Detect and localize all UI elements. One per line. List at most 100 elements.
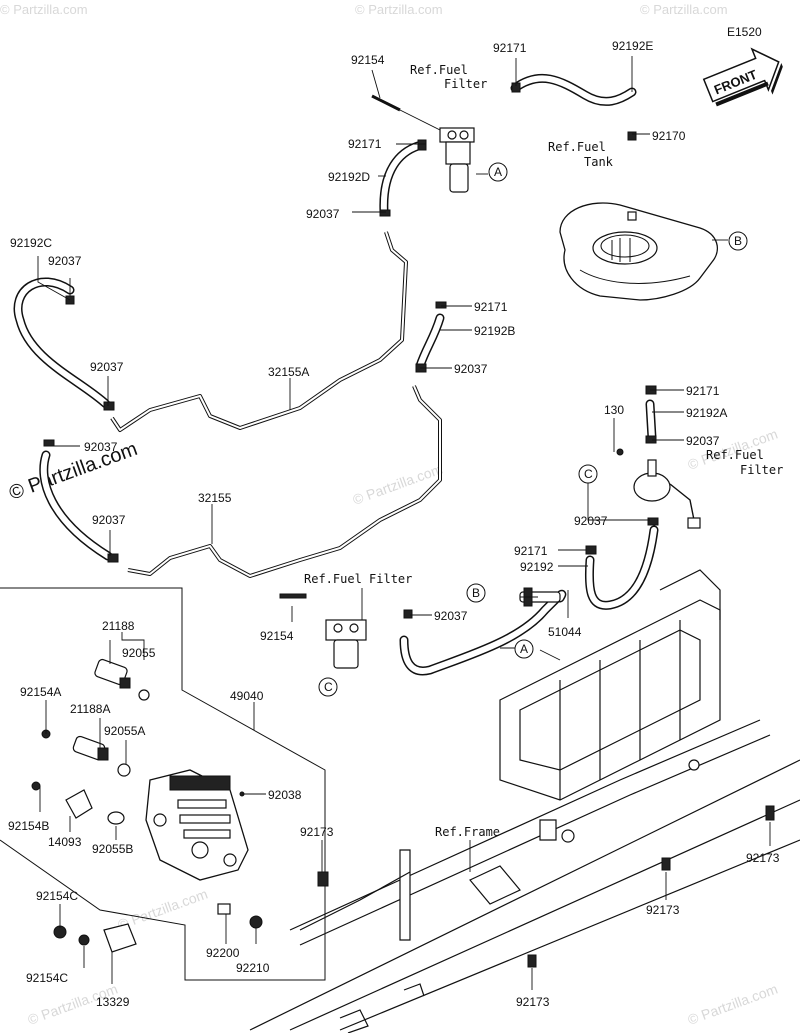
part-92192: 92192	[520, 560, 554, 574]
part-92173-mid: 92173	[646, 903, 680, 917]
fuel-filter-right	[616, 448, 701, 529]
fitting-92200	[217, 903, 231, 915]
callout-c-right	[578, 464, 598, 484]
watermark-text: © Partzilla.com	[355, 2, 443, 17]
part-92037-mid: 92037	[454, 362, 488, 376]
part-92037-right: 92037	[686, 434, 720, 448]
part-92055: 92055	[122, 646, 156, 660]
ref-fuel-filter-right-line2: Filter	[740, 463, 783, 477]
bolt-92154c-bot	[78, 934, 90, 946]
part-92192e: 92192E	[612, 39, 653, 53]
part-130: 130	[604, 403, 624, 417]
part-92171-pump: 92171	[514, 544, 548, 558]
part-92171-filter: 92171	[348, 137, 382, 151]
injection-pump-inset	[0, 587, 326, 981]
part-32155a: 32155A	[268, 365, 309, 379]
part-51044: 51044	[548, 625, 582, 639]
callout-c-right-label: C	[584, 467, 593, 481]
nut-92210	[249, 915, 263, 929]
o-ring-92055	[138, 689, 150, 701]
part-92192a: 92192A	[686, 406, 727, 420]
part-92210: 92210	[236, 961, 270, 975]
frame	[249, 569, 800, 1033]
injection-pump	[145, 769, 249, 881]
diagram-code: E1520	[727, 25, 762, 39]
part-92037-upper: 92037	[306, 207, 340, 221]
front-arrow-icon: FRONT	[702, 47, 783, 107]
bolt-92154-top	[371, 94, 401, 112]
part-92037-pump: 92037	[574, 514, 608, 528]
part-21188a: 21188A	[70, 702, 110, 716]
part-92154c-bot: 92154C	[26, 971, 68, 985]
callout-c-mid-label: C	[324, 680, 333, 694]
fuel-filter-mid	[279, 593, 367, 669]
callout-a-frame	[514, 639, 534, 659]
clips-92173	[317, 805, 775, 968]
part-92173-bot: 92173	[516, 995, 550, 1009]
part-92154-mid: 92154	[260, 629, 294, 643]
callout-a-frame-label: A	[520, 642, 528, 656]
reference-labels: Ref.Fuel Filter Ref.Fuel Tank Ref.Fuel F…	[304, 63, 783, 839]
bolt-92154b	[31, 781, 41, 791]
part-92037-left4: 92037	[92, 513, 126, 527]
part-92170: 92170	[652, 129, 686, 143]
part-labels: 92154 92171 92192E 92171 92170 92192D 92…	[8, 39, 780, 1009]
part-92154a: 92154A	[20, 685, 61, 699]
part-21188: 21188	[102, 619, 135, 633]
part-92055b: 92055B	[92, 842, 133, 856]
part-92154-top: 92154	[351, 53, 385, 67]
ref-fuel-filter-mid: Ref.Fuel Filter	[304, 572, 412, 586]
callout-b-mid-label: B	[472, 586, 480, 600]
gasket-92055b	[107, 811, 125, 825]
leader-lines	[37, 56, 771, 990]
callout-a-top	[488, 162, 508, 182]
callout-a-top-label: A	[494, 165, 502, 179]
hose-clamps	[43, 82, 659, 619]
part-14093: 14093	[48, 835, 82, 849]
part-92192c: 92192C	[10, 236, 52, 250]
watermark-text: © Partzilla.com	[640, 2, 728, 17]
part-92200: 92200	[206, 946, 240, 960]
part-92192d: 92192D	[328, 170, 370, 184]
part-92037-filter2: 92037	[434, 609, 468, 623]
callout-c-mid	[318, 677, 338, 697]
part-92154b: 92154B	[8, 819, 49, 833]
part-92055a: 92055A	[104, 724, 145, 738]
o-ring-92055a	[117, 763, 131, 777]
ref-fuel-tank-line2: Tank	[584, 155, 614, 169]
part-92171-right: 92171	[686, 384, 720, 398]
callout-b-tank	[728, 231, 748, 251]
part-92171-top: 92171	[493, 41, 527, 55]
watermark-text: © Partzilla.com	[0, 2, 88, 17]
hoses	[13, 73, 659, 676]
watermark-text: © Partzilla.com	[116, 886, 210, 933]
part-92037-left3: 92037	[84, 440, 118, 454]
fuel-tank	[559, 202, 718, 301]
part-13329: 13329	[96, 995, 130, 1009]
fuel-pipes	[110, 231, 442, 578]
ref-fuel-filter-top-line2: Filter	[444, 77, 487, 91]
solenoid-21188a	[72, 735, 109, 761]
fuel-filter-top	[439, 127, 475, 193]
callout-b-mid	[466, 583, 486, 603]
part-92171-mid: 92171	[474, 300, 508, 314]
bracket-13329	[103, 923, 137, 953]
plate-14093	[65, 789, 93, 819]
callouts: A B C B A C	[318, 162, 748, 697]
part-92173-left: 92173	[300, 825, 334, 839]
part-92037-left: 92037	[48, 254, 82, 268]
ref-fuel-tank-line1: Ref.Fuel	[548, 140, 606, 154]
watermark-logo: © Partzilla.com	[6, 438, 140, 505]
part-49040: 49040	[230, 689, 264, 703]
part-92173-right: 92173	[746, 851, 780, 865]
ref-frame: Ref.Frame	[435, 825, 500, 839]
ref-fuel-filter-top-line1: Ref.Fuel	[410, 63, 468, 77]
watermark-text: © Partzilla.com	[686, 981, 780, 1028]
callout-b-tank-label: B	[734, 234, 742, 248]
part-92192b: 92192B	[474, 324, 515, 338]
part-92038: 92038	[268, 788, 302, 802]
part-92037-left2: 92037	[90, 360, 124, 374]
watermark-text: © Partzilla.com	[351, 461, 445, 508]
